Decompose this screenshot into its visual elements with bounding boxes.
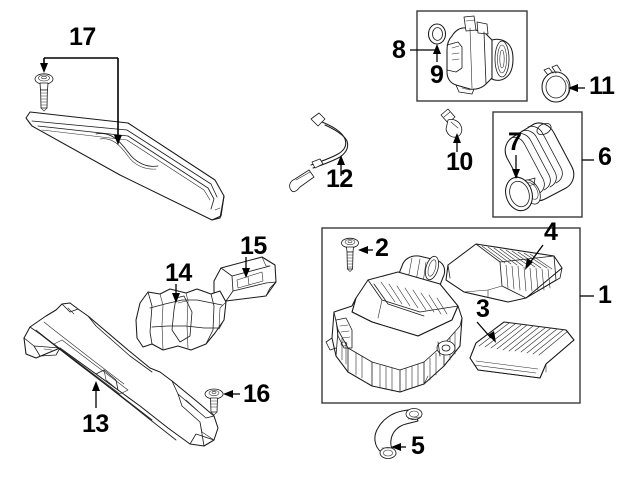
group-box-air-intake-duct [492,111,583,218]
leader-12 [337,155,345,176]
leader-14 [172,284,180,303]
callout-label-12: 12 [326,165,353,193]
leader-3 [476,321,496,343]
callout-label-15: 15 [240,232,267,260]
leader-11 [568,84,585,92]
part-13-lower-intake-duct [23,302,219,447]
callout-label-14: 14 [165,259,192,287]
callout-label-8: 8 [392,36,406,64]
callout-label-17: 17 [69,23,96,51]
leader-15 [242,257,250,278]
callout-label-5: 5 [411,432,425,460]
part-8-throttle-body [446,15,514,95]
part-17-cowl-intake-grille [25,111,225,221]
callout-label-13: 13 [82,410,109,438]
leader-13 [92,381,100,408]
group-box-throttle-body [416,10,528,102]
part-14-intake-duct-segment [135,288,227,351]
part-5-vent-hose [374,408,423,459]
callout-label-1: 1 [598,281,612,309]
callout-label-3: 3 [476,295,490,323]
part-10-air-sensor [440,108,463,138]
part-7-duct-clamp [505,176,536,212]
group-box-air-cleaner-assembly [321,227,581,404]
callout-label-4: 4 [544,218,558,246]
part-12-vent-line [289,112,349,193]
leader-7 [512,155,520,179]
callout-label-2: 2 [375,234,389,262]
leader-2 [358,246,373,254]
part-9-o-ring-seal [427,23,447,45]
callout-label-7: 7 [508,128,522,156]
part-2-mounting-screw [341,237,359,272]
part-11-spring-clamp [541,64,571,103]
callout-label-16: 16 [243,380,270,408]
part-1-air-cleaner-housing [325,255,463,393]
callout-label-6: 6 [598,143,612,171]
part-17-mounting-screw [34,73,54,112]
leader-5 [391,443,406,451]
callout-label-10: 10 [446,148,473,176]
leader-17 [40,57,122,145]
part-16-duct-screw [204,388,224,416]
callout-label-9: 9 [430,61,444,89]
leader-4 [525,244,544,270]
part-3-air-filter-element [469,321,575,379]
callout-label-11: 11 [589,72,615,100]
leader-16 [223,390,240,398]
leader-10 [453,133,461,152]
leader-9 [433,44,441,62]
